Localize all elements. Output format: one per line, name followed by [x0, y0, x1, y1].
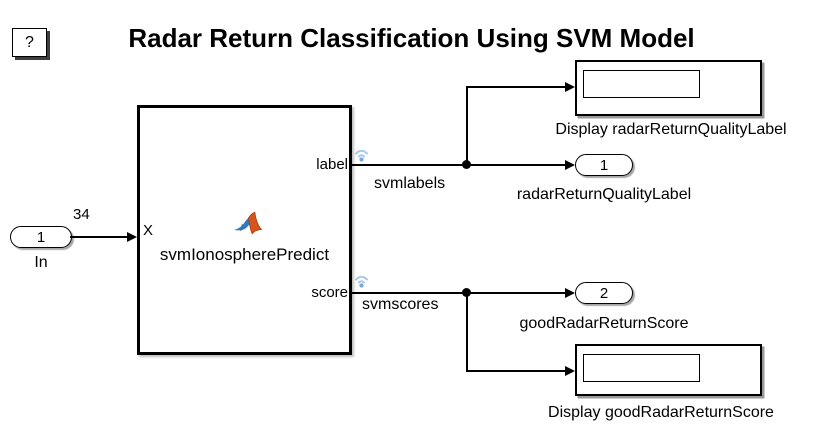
signal-value-label: 34	[73, 206, 90, 223]
outport1-arrowhead	[565, 160, 575, 170]
label-branch-hline[interactable]	[466, 86, 565, 88]
label-branch-vline[interactable]	[466, 86, 468, 166]
label-signal-line[interactable]	[352, 164, 566, 166]
signal-streaming-wifi-icon-bottom	[355, 275, 368, 288]
inport-name-label: In	[34, 254, 48, 271]
score-signal-line[interactable]	[352, 292, 566, 294]
input-arrowhead	[127, 232, 137, 242]
score-branch-hline[interactable]	[466, 370, 565, 372]
outport1-block[interactable]: 1	[575, 154, 633, 176]
outport1-number: 1	[599, 156, 609, 174]
output-port-label-bottom: score	[311, 284, 348, 301]
model-title: Radar Return Classification Using SVM Mo…	[128, 23, 695, 53]
outport2-arrowhead	[565, 288, 575, 298]
help-button[interactable]: ?	[12, 28, 47, 57]
inport-block[interactable]: 1	[10, 226, 72, 248]
inport-number: 1	[36, 228, 46, 246]
output-port-label-top: label	[316, 156, 348, 173]
outport2-name-label: goodRadarReturnScore	[519, 315, 689, 332]
input-signal-line[interactable]	[70, 236, 127, 238]
score-branch-vline[interactable]	[466, 293, 468, 371]
display-caption-bottom: Display goodRadarReturnScore	[548, 404, 774, 421]
outport2-block[interactable]: 2	[575, 282, 633, 304]
display-value-bottom	[583, 354, 700, 382]
outport2-number: 2	[599, 284, 609, 302]
display2-arrowhead	[565, 366, 575, 376]
predict-block-name: svmIonospherePredict	[159, 245, 330, 264]
display-block-bottom[interactable]	[575, 344, 762, 396]
input-port-label: X	[143, 222, 154, 239]
display1-arrowhead	[565, 82, 575, 92]
matlab-logo-icon	[234, 211, 263, 235]
signal-name-svmlabels[interactable]: svmlabels	[374, 175, 446, 192]
display-block-top[interactable]	[575, 60, 762, 116]
display-caption-top: Display radarReturnQualityLabel	[555, 121, 787, 138]
signal-name-svmscores[interactable]: svmscores	[362, 296, 439, 313]
svm-predict-block[interactable]	[137, 105, 352, 355]
score-branch-junction	[462, 288, 471, 297]
display-value-top	[583, 70, 700, 98]
outport1-name-label: radarReturnQualityLabel	[516, 186, 692, 203]
signal-streaming-wifi-icon-top	[355, 149, 368, 162]
